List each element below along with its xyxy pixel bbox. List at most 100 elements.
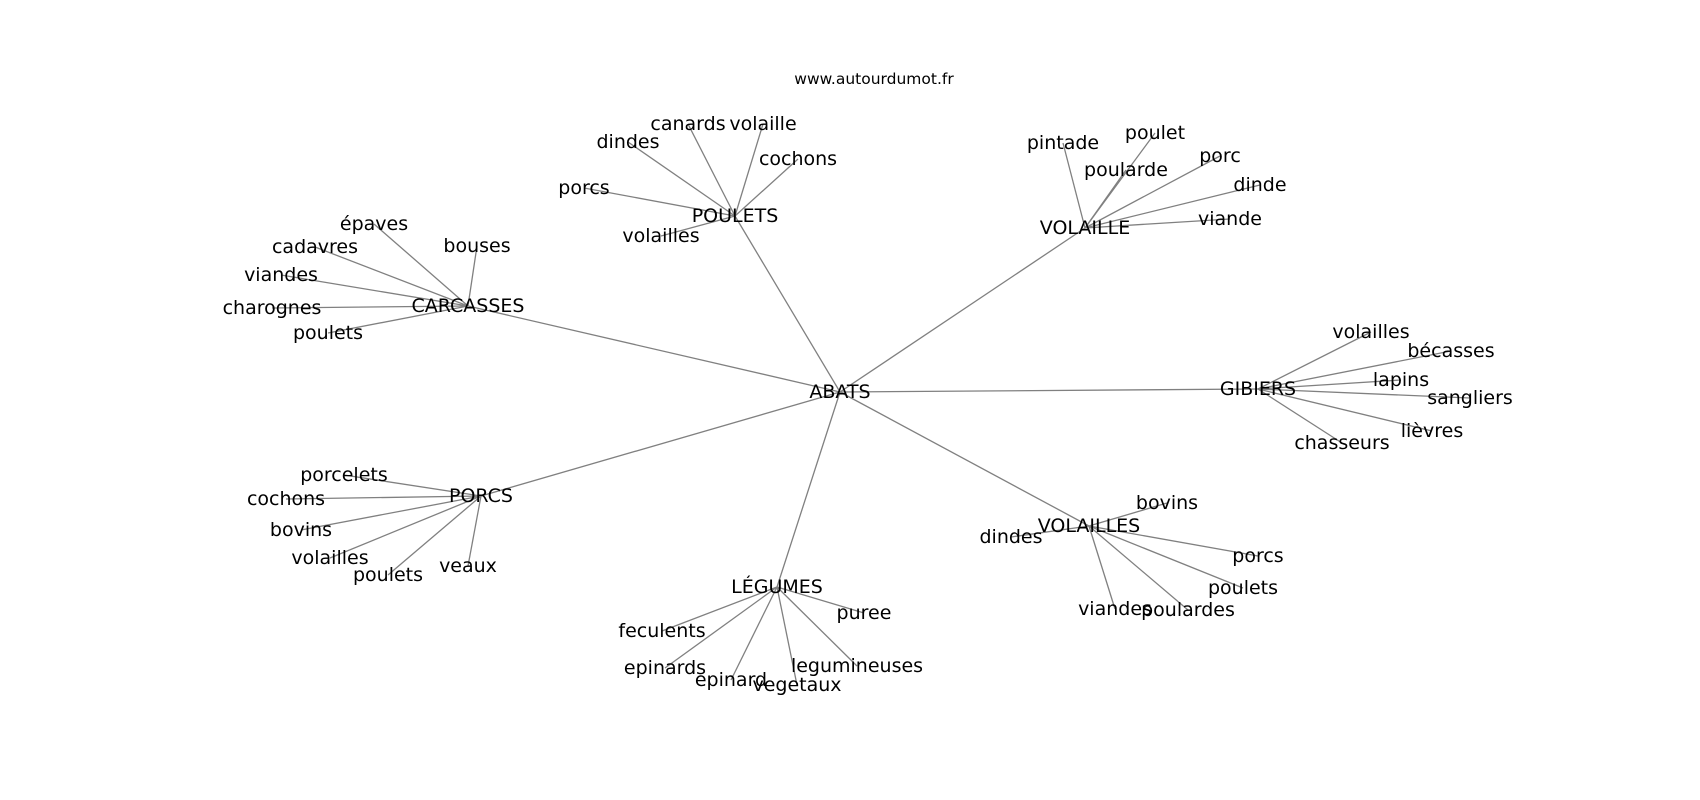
leaf-node-label: poulets (1208, 577, 1278, 599)
edge-hub-to-leaf (1084, 218, 1231, 229)
edge-hub-to-leaf (1088, 525, 1116, 610)
edge-hub-to-leaf (734, 158, 799, 217)
leaf-node-label: epinards (624, 657, 706, 679)
edge-center-to-hub (839, 391, 1090, 527)
leaf-node-label: pintade (1027, 132, 1099, 154)
hub-node-label: GIBIERS (1220, 378, 1296, 400)
leaf-node-label: legumineuses (791, 655, 923, 677)
edge-hub-to-leaf (1088, 525, 1244, 589)
hub-node-label: PORCS (449, 485, 513, 507)
leaf-node-label: cochons (759, 148, 837, 170)
edge-hub-to-leaf (327, 305, 469, 334)
edge-hub-to-leaf (687, 123, 736, 217)
leaf-node-label: poulet (1125, 122, 1185, 144)
edge-center-to-hub (776, 391, 841, 588)
leaf-node-label: lièvres (1401, 420, 1463, 442)
edge-hub-to-leaf (776, 586, 865, 614)
edge-hub-to-leaf (300, 495, 482, 531)
leaf-node-label: bécasses (1407, 340, 1494, 362)
leaf-node-label: charognes (223, 297, 322, 319)
hub-node-label: POULETS (692, 205, 779, 227)
leaf-node-label: bovins (1136, 492, 1198, 514)
edge-hub-to-leaf (1088, 525, 1259, 557)
leaf-node-label: volailles (622, 225, 699, 247)
edge-hub-to-leaf (664, 586, 778, 669)
leaf-node-label: feculents (618, 620, 705, 642)
edge-center-to-hub (467, 305, 841, 393)
edge-hub-to-leaf (1257, 379, 1402, 390)
edge-hub-to-leaf (467, 245, 478, 307)
edge-hub-to-leaf (329, 495, 482, 559)
edge-hub-to-leaf (1062, 142, 1086, 229)
edge-hub-to-leaf (1257, 388, 1343, 444)
leaf-node-label: volaille (729, 113, 796, 135)
edge-hub-to-leaf (314, 246, 469, 307)
edge-hub-to-leaf (285, 495, 482, 500)
edge-hub-to-leaf (583, 187, 736, 217)
leaf-node-label: bovins (270, 519, 332, 541)
hub-node-label: LÉGUMES (731, 575, 823, 598)
leaf-node-label: poulardes (1141, 599, 1235, 621)
watermark: www.autourdumot.fr (794, 70, 954, 88)
leaf-node-label: epinard (695, 669, 767, 691)
edge-hub-to-leaf (1084, 155, 1221, 229)
leaf-node-label: poulets (353, 564, 423, 586)
leaf-node-label: poulets (293, 322, 363, 344)
leaf-node-label: viandes (244, 264, 318, 286)
edge-hub-to-leaf (387, 495, 482, 576)
leaf-node-label: cochons (247, 488, 325, 510)
leaf-node-label: sangliers (1427, 387, 1513, 409)
center-node-label: ABATS (809, 381, 870, 403)
leaf-node-label: canards (650, 113, 725, 135)
leaf-node-label: dindes (596, 131, 659, 153)
leaf-node-label: porc (1199, 145, 1241, 167)
edge-hub-to-leaf (373, 223, 469, 307)
edge-hub-to-leaf (660, 215, 736, 237)
leaf-node-label: volailles (291, 547, 368, 569)
edge-hub-to-leaf (467, 495, 482, 567)
leaf-node-label: épaves (340, 213, 408, 235)
leaf-node-label: dindes (979, 526, 1042, 548)
edge-hub-to-leaf (776, 586, 858, 667)
hub-node-label: VOLAILLES (1038, 515, 1140, 537)
leaf-node-label: porcelets (300, 464, 388, 486)
edge-layer (271, 123, 1471, 686)
leaf-node-label: veaux (439, 555, 497, 577)
leaf-node-label: porcs (1232, 545, 1283, 567)
leaf-node-label: lapins (1373, 369, 1429, 391)
leaf-node-label: poularde (1084, 159, 1168, 181)
edge-hub-to-leaf (280, 274, 469, 307)
edge-hub-to-leaf (1257, 331, 1372, 390)
edge-hub-to-leaf (1084, 169, 1127, 229)
edge-hub-to-leaf (776, 586, 798, 686)
edge-center-to-hub (839, 227, 1086, 393)
edge-center-to-hub (839, 388, 1259, 393)
edge-hub-to-leaf (734, 123, 764, 217)
edge-hub-to-leaf (627, 141, 736, 217)
leaf-node-label: dinde (1233, 174, 1286, 196)
leaf-node-label: porcs (558, 177, 609, 199)
edge-hub-to-leaf (1010, 525, 1090, 538)
leaf-node-label: chasseurs (1294, 432, 1389, 454)
edge-hub-to-leaf (343, 474, 482, 497)
leaf-node-label: volailles (1332, 321, 1409, 343)
hub-node-label: VOLAILLE (1040, 217, 1130, 239)
edge-hub-to-leaf (1088, 525, 1189, 611)
edge-hub-to-leaf (1257, 388, 1433, 432)
hub-node-label: CARCASSES (412, 295, 525, 317)
leaf-node-label: puree (837, 602, 892, 624)
leaf-node-label: viandes (1078, 598, 1152, 620)
edge-hub-to-leaf (730, 586, 778, 681)
edge-hub-to-leaf (1084, 184, 1261, 229)
edge-hub-to-leaf (1257, 388, 1471, 399)
edge-center-to-hub (480, 391, 841, 497)
edge-hub-to-leaf (1257, 350, 1452, 390)
edge-hub-to-leaf (661, 586, 778, 632)
leaf-node-label: viande (1198, 208, 1262, 230)
edge-center-to-hub (734, 215, 841, 393)
leaf-node-label: cadavres (272, 236, 358, 258)
leaf-node-label: vegetaux (752, 674, 841, 696)
leaf-node-label: bouses (443, 235, 510, 257)
